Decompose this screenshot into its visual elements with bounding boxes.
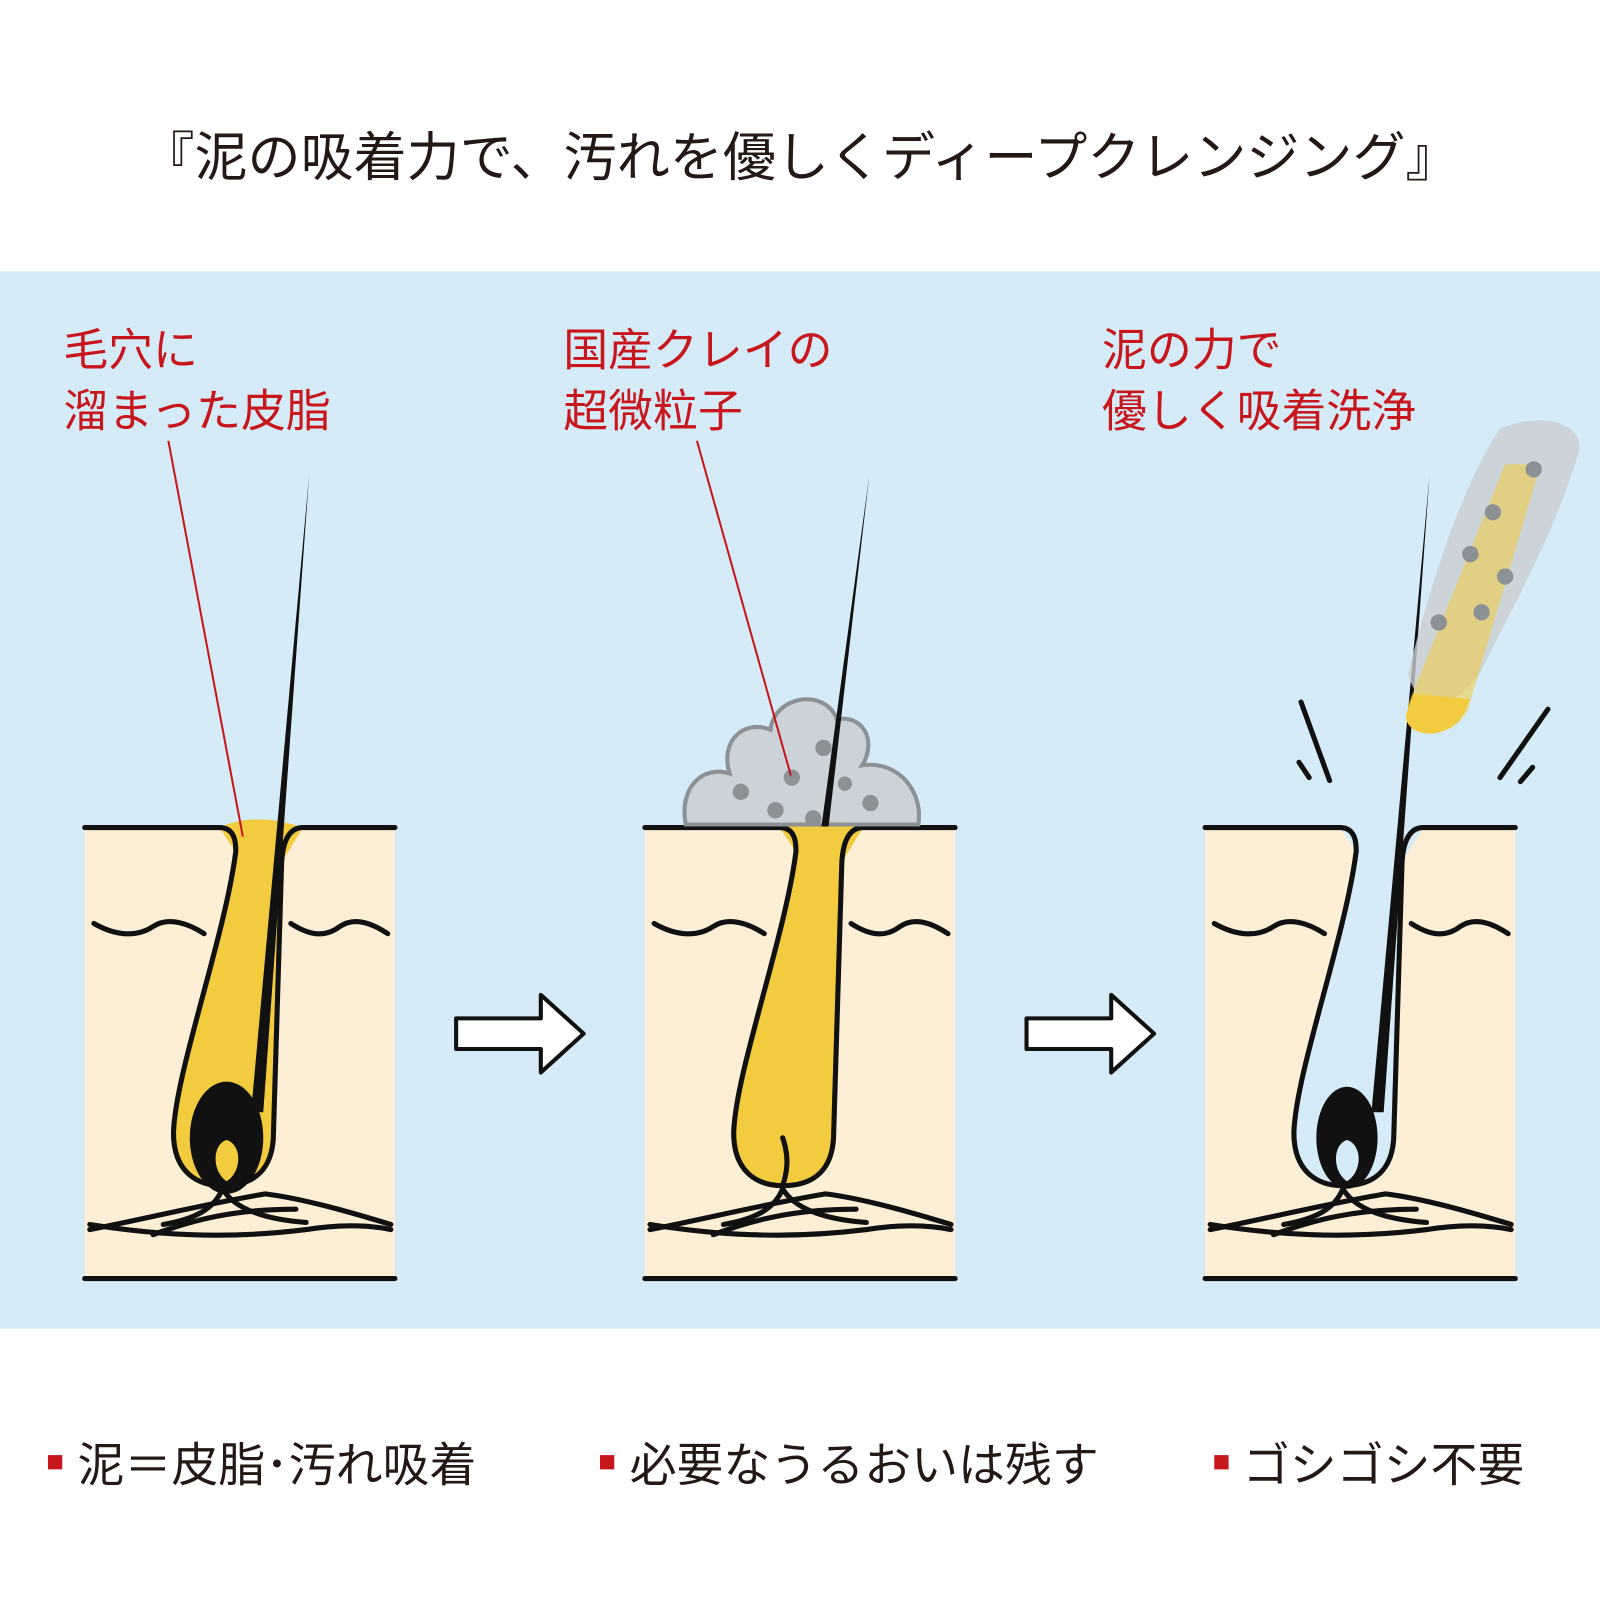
- arrow-right-icon: [1024, 992, 1157, 1075]
- bullet-1: 泥＝皮脂･汚れ吸着: [78, 1439, 477, 1494]
- bullet-marker: [47, 1455, 63, 1470]
- bullet-marker: [600, 1455, 615, 1470]
- panel-clean-pore: 泥の力で 優しく吸着洗浄: [1102, 323, 1580, 1278]
- motion-lines: [1296, 699, 1551, 785]
- panel-3-label-line-2: 優しく吸着洗浄: [1102, 385, 1416, 438]
- panel-clogged-pore: 毛穴に 溜まった皮脂: [63, 323, 395, 1278]
- bullet-3: ゴシゴシ不要: [1243, 1439, 1525, 1494]
- bullet-marker: [1214, 1455, 1229, 1470]
- page-title: 『泥の吸着力で、汚れを優しくディープクレンジング』: [141, 127, 1458, 189]
- clay-particles: [732, 739, 879, 827]
- bullet-2: 必要なうるおいは残す: [630, 1439, 1099, 1494]
- panel-3-label-line-1: 泥の力で: [1102, 323, 1282, 376]
- label-pointer: [167, 440, 244, 837]
- dirt-particles: [1430, 461, 1542, 631]
- arrow-right-icon: [454, 992, 586, 1075]
- panel-2-label-line-1: 国産クレイの: [563, 323, 832, 376]
- feature-bullets: 泥＝皮脂･汚れ吸着 必要なうるおいは残す ゴシゴシ不要: [47, 1439, 1525, 1494]
- panel-1-label-line-1: 毛穴に: [63, 323, 198, 376]
- panel-2-label-line-2: 超微粒子: [563, 385, 743, 438]
- panel-1-label-line-2: 溜まった皮脂: [63, 385, 330, 438]
- panel-clay-particles: 国産クレイの 超微粒子: [563, 323, 955, 1278]
